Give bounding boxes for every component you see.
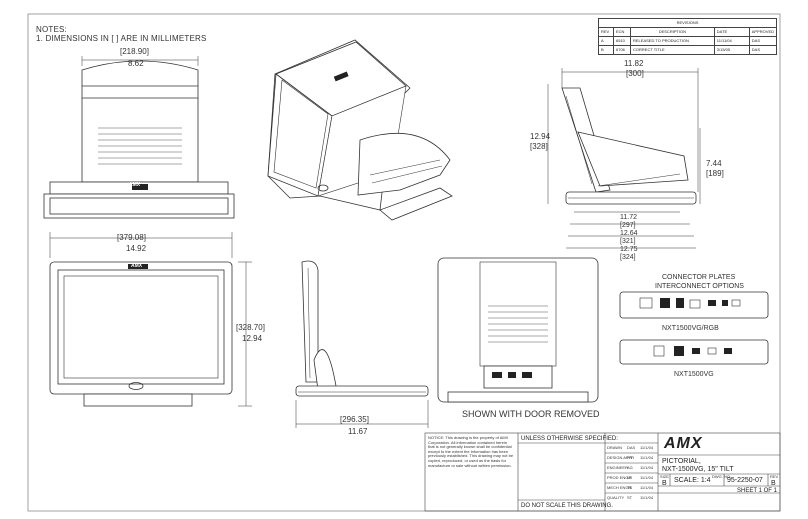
dim-tilt-depth-in: 11.82 — [624, 59, 644, 68]
notes-heading: NOTES: — [36, 25, 67, 34]
amx-mark-front: AMX — [131, 263, 143, 269]
dim-side-depth-mm: [296.35] — [340, 415, 369, 424]
dim-side-depth-in: 11.67 — [348, 427, 368, 436]
rev-value: B — [771, 480, 776, 487]
dim-base-a-mm: [297] — [620, 222, 636, 229]
approval-role: DRAWN — [607, 445, 622, 450]
dim-tilt-depth-mm: [300] — [626, 69, 644, 78]
dim-base-c-mm: [324] — [620, 254, 636, 261]
rev-cell: DAS — [748, 45, 778, 55]
notes-line-1: 1. DIMENSIONS IN [ ] ARE IN MILLIMETERS — [36, 34, 207, 43]
rev-col-description: DESCRIPTION — [630, 27, 715, 37]
rev-col-rev: REV — [598, 27, 614, 37]
dim-top-depth-mm: [218.90] — [120, 47, 149, 56]
approval-initials: AG — [627, 465, 633, 470]
side-view — [295, 260, 429, 428]
unless-specified: UNLESS OTHERWISE SPECIFIED: — [521, 436, 618, 442]
dim-base-c-in: 12.75 — [620, 246, 638, 253]
approval-role: QUALITY — [607, 495, 625, 500]
rev-cell: 3/15/05 — [713, 45, 750, 55]
amx-logo: AMX — [664, 435, 703, 452]
approval-role: ENGINEER — [607, 465, 628, 470]
rev-col-ecn: ECN — [613, 27, 631, 37]
dim-height-mm: [328.70] — [236, 323, 265, 332]
dwg-no-value: 95-2250-07 — [727, 477, 763, 484]
dim-width-mm: [379.08] — [117, 233, 146, 242]
rev-col-date: DATE — [713, 27, 750, 37]
approval-role: DESIGN APPR — [607, 455, 635, 460]
approval-initials: RT — [627, 455, 633, 460]
rev-cell: 6510 — [613, 36, 631, 46]
dim-tilt-low-in: 7.44 — [706, 159, 722, 168]
rev-cell: CORRECT TITLE — [630, 45, 715, 55]
scale-value: SCALE: 1:4 — [674, 477, 711, 484]
approval-date: 11/1/04 — [640, 485, 654, 490]
dim-top-depth-in: 8.62 — [128, 59, 144, 68]
isometric-view — [267, 39, 453, 221]
approval-date: 11/1/04 — [640, 455, 654, 460]
dim-tilt-height-mm: [328] — [530, 142, 548, 151]
dim-width-in: 14.92 — [126, 244, 147, 253]
plate-label-rgb: NXT1500VG/RGB — [662, 325, 719, 332]
drawing-title-line-1: PICTORIAL, — [662, 458, 701, 465]
dim-base-a-in: 11.72 — [620, 214, 637, 221]
sheet-number: SHEET 1 OF 1 — [737, 488, 777, 494]
approval-date: 11/1/04 — [640, 475, 654, 480]
drawing-title-line-2: NXT-1500VG, 15" TILT — [662, 466, 734, 473]
dwg-no-label: DWG. NO. — [712, 474, 732, 479]
connector-plates — [619, 291, 769, 365]
front-view — [49, 232, 252, 407]
rev-cell: A — [598, 36, 614, 46]
do-not-scale: DO NOT SCALE THIS DRAWING. — [521, 503, 613, 509]
revisions-table: REVISIONS REV ECN DESCRIPTION DATE APPRO… — [598, 18, 778, 55]
rear-view — [437, 257, 599, 403]
connector-title-2: INTERCONNECT OPTIONS — [655, 283, 744, 290]
approval-date: 11/1/04 — [640, 465, 654, 470]
size-label: SIZE — [660, 474, 669, 479]
tilted-side-view — [547, 68, 701, 249]
rev-cell: DAS — [748, 36, 778, 46]
dim-base-b-mm: [321] — [620, 238, 636, 245]
revisions-title: REVISIONS — [598, 18, 777, 28]
door-removed-caption: SHOWN WITH DOOR REMOVED — [462, 409, 600, 419]
approval-initials: TS — [627, 485, 633, 490]
notice-text: NOTICE: This drawing is the property of … — [428, 435, 514, 468]
rev-cell: B — [598, 45, 614, 55]
plate-label-basic: NXT1500VG — [674, 371, 714, 378]
title-block-frame — [424, 432, 781, 512]
approval-date: 11/1/04 — [640, 445, 654, 450]
approval-initials: ST — [627, 495, 633, 500]
approval-initials: LR — [627, 475, 633, 480]
approval-date: 11/1/04 — [640, 495, 654, 500]
dim-height-in: 12.94 — [242, 334, 263, 343]
approval-role: PROD ENGR — [607, 475, 632, 480]
size-value: B — [662, 480, 667, 487]
rev-cell: 6706 — [613, 45, 631, 55]
rev-cell: RELEASED TO PRODUCTION — [630, 36, 715, 46]
approval-initials: DAS — [627, 445, 636, 450]
connector-title-1: CONNECTOR PLATES — [662, 274, 736, 281]
dim-tilt-height-in: 12.94 — [530, 132, 551, 141]
top-view — [43, 56, 235, 219]
rev-cell: 11/11/04 — [713, 36, 750, 46]
dim-tilt-low-mm: [189] — [706, 169, 724, 178]
rev-col-approved: APPROVED — [748, 27, 778, 37]
amx-mark-top: AMX — [129, 182, 141, 188]
approval-role: MECH ENGR — [607, 485, 632, 490]
rev-label: REV — [770, 474, 779, 479]
dim-base-b-in: 12.64 — [620, 230, 638, 237]
